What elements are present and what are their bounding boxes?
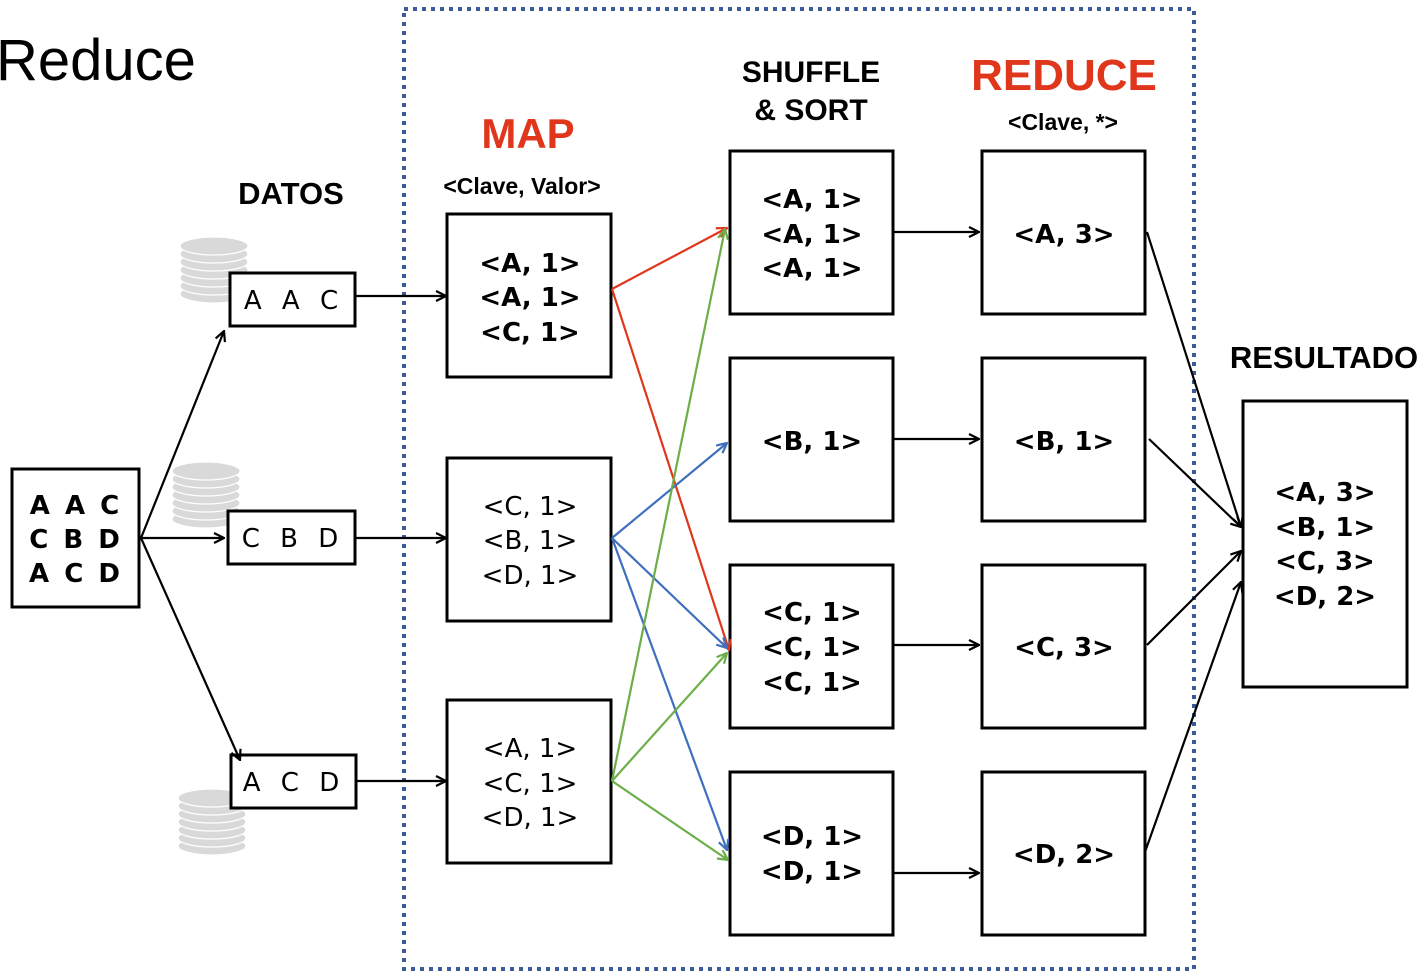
header-reduce-sub: <Clave, *> — [1008, 109, 1118, 135]
map-pair: <A, 1> — [479, 283, 580, 313]
datos-label: A A C — [244, 286, 344, 316]
reduce-pair: <D, 2> — [1013, 840, 1115, 870]
map-pair: <A, 1> — [479, 249, 580, 279]
shuffle-box: <D, 1> <D, 1> — [728, 770, 895, 937]
arrow-input-to-datos — [139, 537, 240, 760]
arrow-reduce-to-result — [1143, 582, 1241, 853]
input-line: A A C — [30, 491, 122, 521]
shuffle-box: <B, 1> — [728, 356, 895, 523]
shuffle-pair: <C, 1> — [762, 633, 862, 663]
map-pair: <D, 1> — [482, 561, 579, 591]
arrow-map-to-shuffle-green — [610, 229, 725, 782]
arrow-reduce-to-result — [1145, 231, 1241, 527]
arrow-map-to-shuffle-green — [611, 780, 728, 860]
page-title: Reduce — [0, 28, 196, 93]
reduce-box: <B, 1> — [980, 356, 1147, 523]
arrow-map-to-shuffle-blue — [610, 537, 727, 850]
arrow-map-to-shuffle-blue — [611, 537, 727, 648]
map-box: <A, 1> <C, 1> <D, 1> — [445, 698, 613, 865]
datos-box: C B D — [226, 509, 357, 566]
shuffle-pair: <D, 1> — [761, 822, 863, 852]
input-line: A C D — [29, 559, 123, 589]
shuffle-pair: <A, 1> — [761, 185, 862, 215]
arrow-map-to-shuffle-green — [611, 653, 727, 782]
shuffle-pair: <C, 1> — [762, 668, 862, 698]
map-pair: <C, 1> — [483, 769, 578, 799]
map-pair: <A, 1> — [483, 734, 577, 764]
arrow-reduce-to-result — [1148, 438, 1241, 527]
datos-label: C B D — [242, 524, 345, 554]
reduce-pair: <B, 1> — [1014, 427, 1114, 457]
header-datos: DATOS — [238, 176, 344, 211]
shuffle-pair: <A, 1> — [761, 220, 862, 250]
reduce-pair: <A, 3> — [1013, 220, 1114, 250]
reduce-pair: <C, 3> — [1014, 633, 1114, 663]
shuffle-pair: <C, 1> — [762, 598, 862, 628]
shuffle-box: <C, 1> <C, 1> <C, 1> — [728, 563, 895, 730]
reduce-box: <D, 2> — [980, 770, 1147, 937]
arrow-map-to-shuffle-red — [611, 228, 727, 290]
header-reduce: REDUCE — [971, 51, 1157, 100]
header-shuffle-line2: & SORT — [754, 94, 867, 127]
datos-box: A A C — [228, 271, 357, 328]
map-pair: <C, 1> — [483, 492, 578, 522]
arrow-input-to-datos — [139, 331, 224, 539]
result-pair: <D, 2> — [1274, 582, 1376, 612]
result-pair: <A, 3> — [1274, 478, 1375, 508]
header-shuffle-line1: SHUFFLE — [742, 56, 880, 89]
input-line: C B D — [29, 525, 123, 555]
map-pair: <B, 1> — [483, 526, 577, 556]
shuffle-pair: <B, 1> — [762, 427, 862, 457]
input-box: A A C C B D A C D — [10, 467, 141, 609]
header-map-sub: <Clave, Valor> — [443, 173, 600, 199]
datos-label: A C D — [243, 768, 346, 798]
database-icon — [177, 788, 247, 856]
result-pair: <B, 1> — [1275, 513, 1375, 543]
database-icon — [171, 461, 241, 529]
map-pair: <D, 1> — [482, 803, 579, 833]
datos-box: A C D — [229, 753, 358, 810]
map-pair: <C, 1> — [480, 318, 580, 348]
result-box: <A, 3> <B, 1> <C, 3> <D, 2> — [1241, 399, 1409, 689]
map-box: <A, 1> <A, 1> <C, 1> — [445, 212, 613, 379]
arrow-map-to-shuffle-blue — [611, 443, 727, 539]
arrow-map-to-shuffle-red — [610, 288, 729, 650]
result-pair: <C, 3> — [1275, 547, 1375, 577]
shuffle-box: <A, 1> <A, 1> <A, 1> — [728, 149, 895, 316]
header-map: MAP — [481, 110, 574, 157]
map-box: <C, 1> <B, 1> <D, 1> — [445, 456, 613, 623]
processing-frame — [402, 7, 1196, 971]
reduce-box: <A, 3> — [980, 149, 1147, 316]
arrow-reduce-to-result — [1146, 551, 1241, 646]
header-resultado: RESULTADO — [1230, 340, 1418, 375]
reduce-box: <C, 3> — [980, 563, 1147, 730]
shuffle-pair: <D, 1> — [761, 857, 863, 887]
shuffle-pair: <A, 1> — [761, 254, 862, 284]
